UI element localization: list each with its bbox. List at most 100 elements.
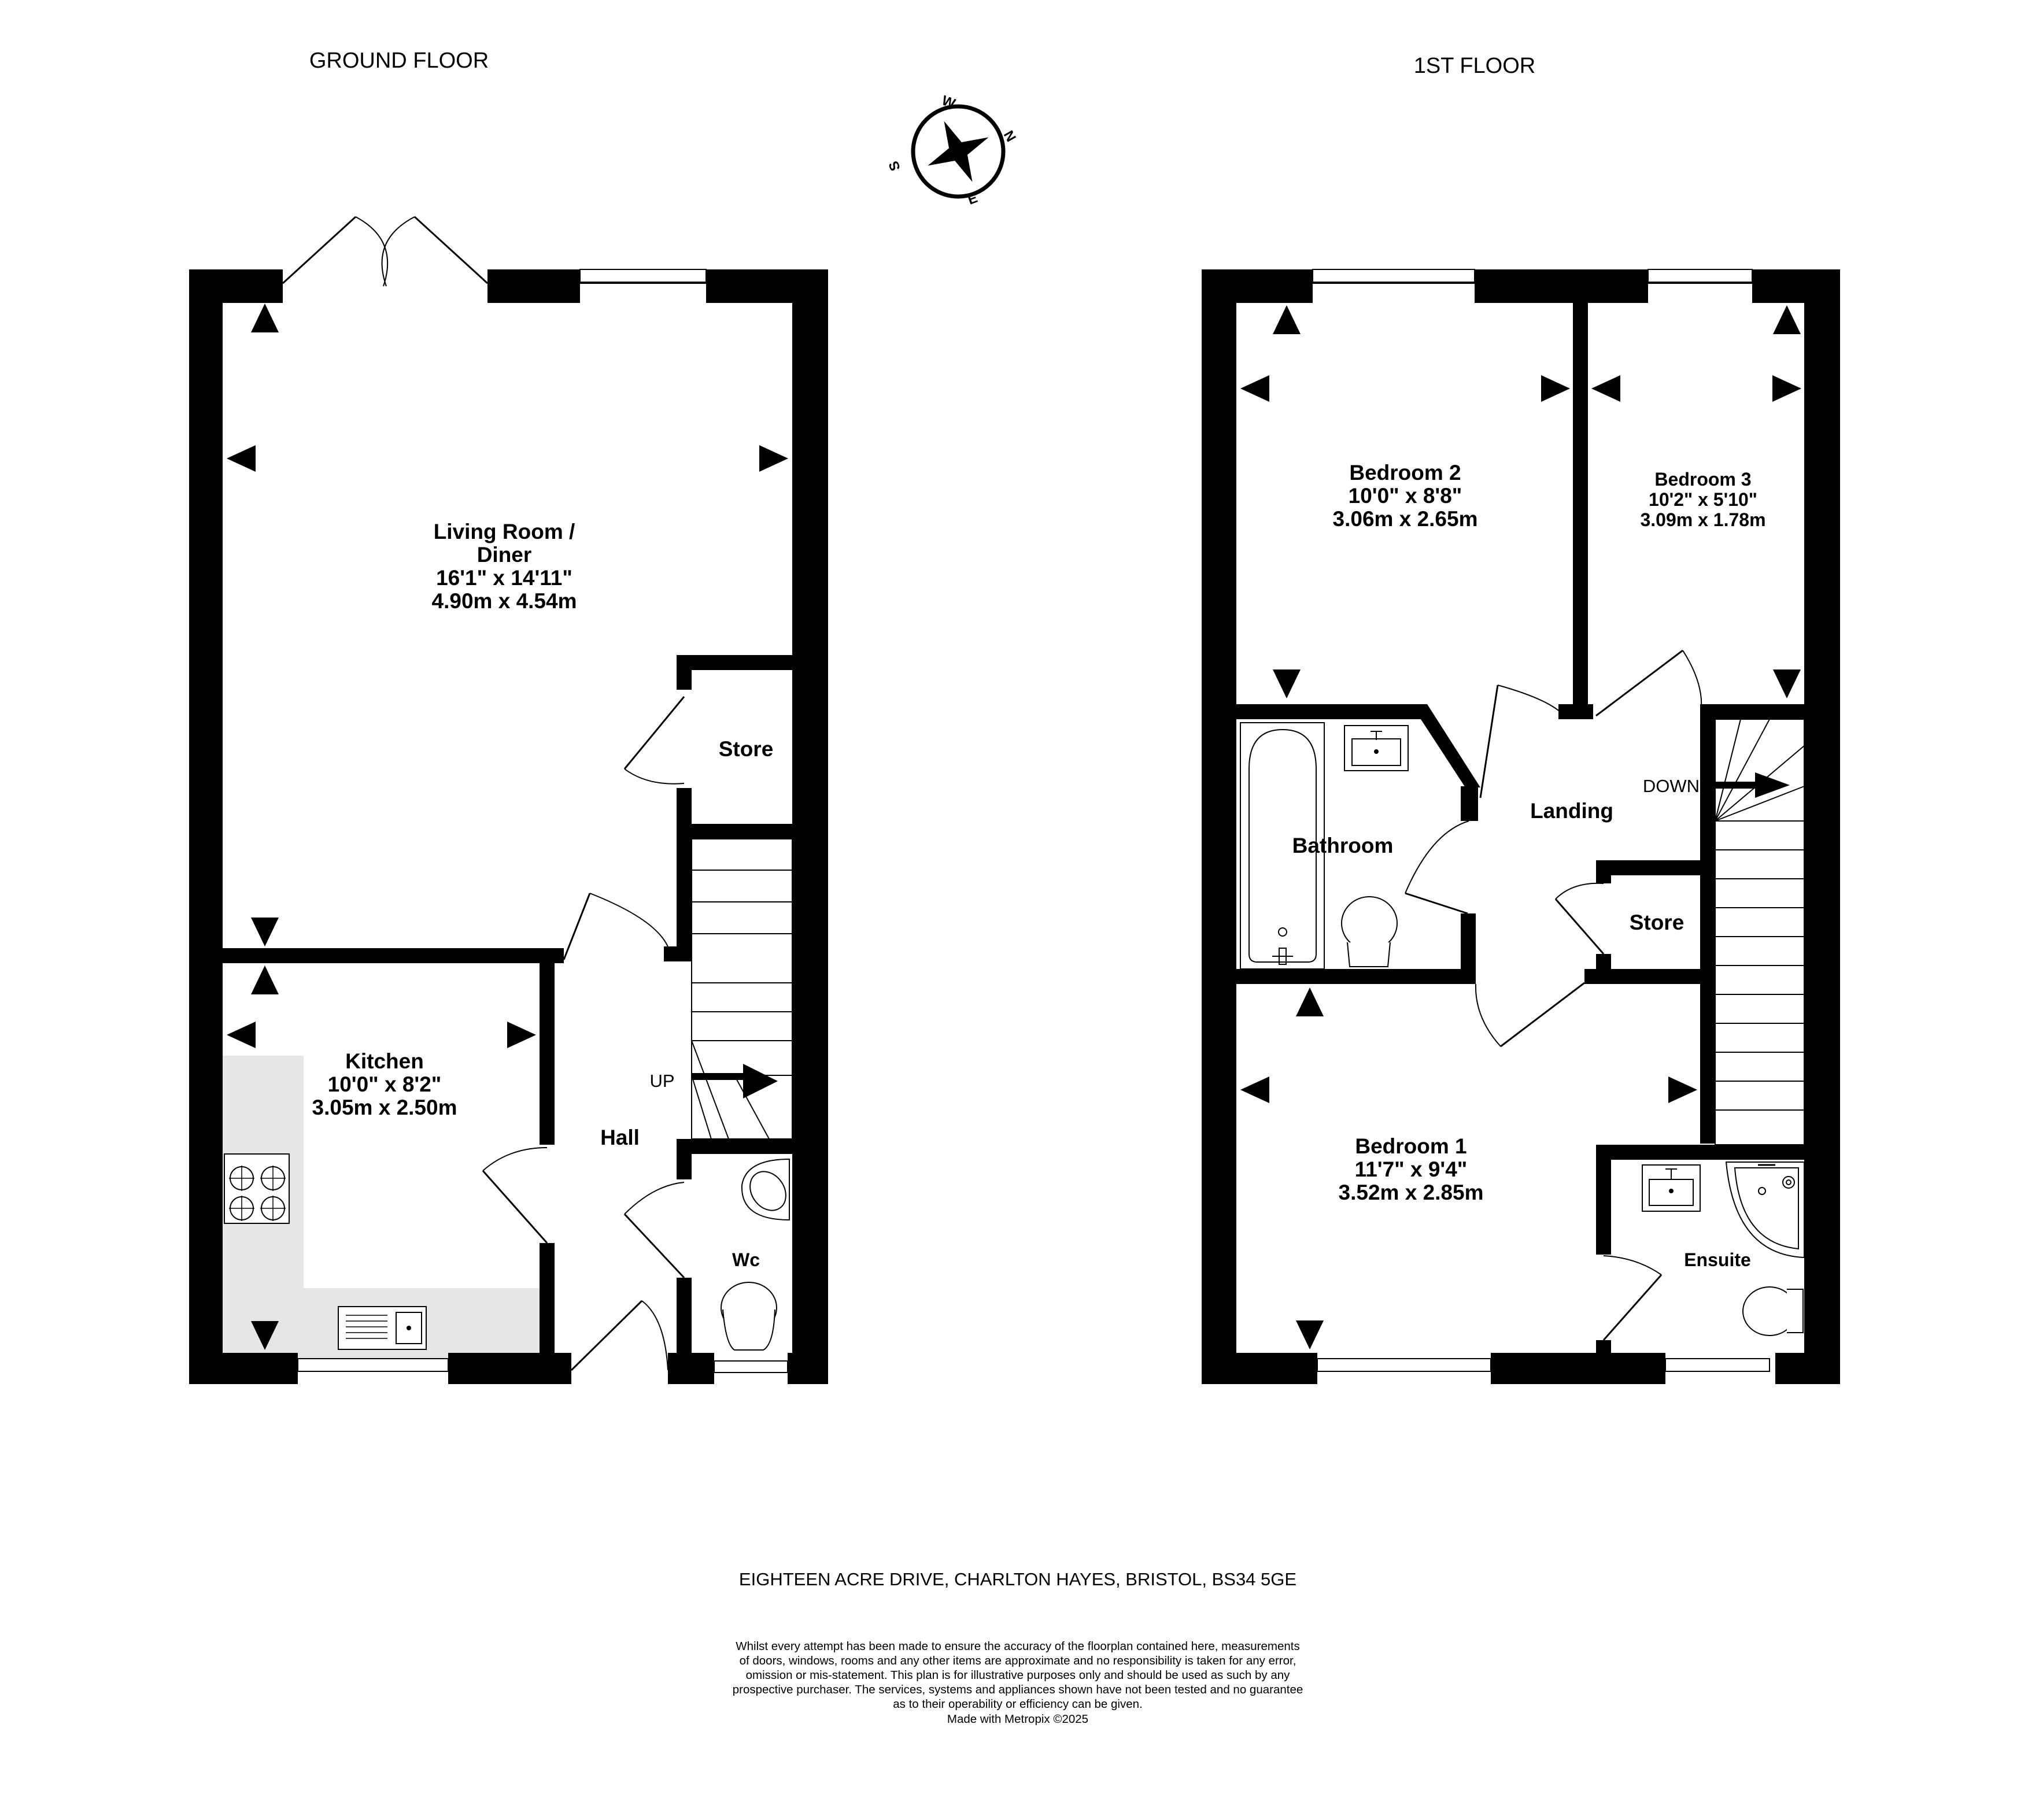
bedroom1-window xyxy=(1294,1353,1498,1384)
ensuite-basin-icon xyxy=(1642,1164,1701,1212)
bath-landing-newel xyxy=(1461,786,1478,821)
ensuite-top-wall xyxy=(1596,1145,1816,1160)
kitchen-metric: 3.05m x 2.50m xyxy=(312,1096,457,1119)
bathroom-label: Bathroom xyxy=(1292,834,1394,857)
disclaimer-line: of doors, windows, rooms and any other i… xyxy=(740,1654,1296,1667)
kitchen-door xyxy=(482,1147,548,1244)
bedroom3-window xyxy=(1642,269,1757,303)
bed2-bath-wall xyxy=(1236,704,1421,719)
ground-wall-bottom-far-right xyxy=(788,1353,828,1384)
compass-s: S xyxy=(886,159,904,173)
wc-basin-icon xyxy=(741,1158,790,1221)
ground-wall-bottom-left xyxy=(189,1353,270,1384)
wc-wall-left-top xyxy=(677,1139,692,1179)
disclaimer-line: omission or mis-statement. This plan is … xyxy=(746,1669,1291,1682)
hall-living-door xyxy=(563,893,671,960)
hall-label: Hall xyxy=(600,1126,640,1149)
bed3-newel xyxy=(1558,704,1593,719)
living-kitchen-wall xyxy=(223,948,564,963)
ensuite-left-wall-bottom xyxy=(1596,1340,1611,1357)
stair-left-wall xyxy=(1700,704,1715,1144)
store-top-wall xyxy=(1596,860,1715,875)
kitchen-imperial: 10'0" x 8'2" xyxy=(328,1072,442,1096)
first-store-label: Store xyxy=(1630,911,1685,934)
bedroom3-dimension-arrows xyxy=(1591,305,1801,698)
ensuite-label: Ensuite xyxy=(1684,1249,1751,1270)
first-floor-title: 1ST FLOOR xyxy=(1414,54,1535,78)
ensuite-door xyxy=(1602,1255,1663,1341)
first-wall-top-right xyxy=(1757,269,1840,303)
store-left-wall-top xyxy=(1596,860,1611,883)
bedroom2-label: Bedroom 2 xyxy=(1349,461,1461,484)
first-wall-top-left xyxy=(1202,269,1308,303)
store-left-wall-bottom xyxy=(1596,954,1611,977)
bedroom3-imperial: 10'2" x 5'10" xyxy=(1649,489,1757,510)
first-wall-top-mid xyxy=(1509,269,1642,303)
store-wall-left-top xyxy=(677,655,692,690)
bedroom1-metric: 3.52m x 2.85m xyxy=(1339,1181,1484,1204)
front-door xyxy=(570,1300,668,1371)
first-wall-right xyxy=(1804,269,1840,1384)
bed2-bed3-wall xyxy=(1573,303,1588,717)
stair-newel xyxy=(664,946,692,961)
kitchen-hall-wall-lower xyxy=(540,1243,555,1359)
bedroom1-door xyxy=(1475,982,1585,1048)
landing-store-door xyxy=(1554,882,1605,955)
store-wall-left-bottom xyxy=(677,788,692,961)
first-floor: DOWN xyxy=(1202,269,1840,1384)
first-wall-left xyxy=(1202,269,1236,1384)
bathroom-toilet-icon xyxy=(1341,896,1398,967)
living-room-label-line2: Diner xyxy=(477,543,532,567)
living-window xyxy=(557,269,727,303)
living-room-imperial: 16'1" x 14'11" xyxy=(436,566,572,590)
living-room-label-line1: Living Room / xyxy=(434,520,575,543)
ensuite-window xyxy=(1660,1353,1770,1384)
ground-floor-title: GROUND FLOOR xyxy=(309,49,489,73)
living-dimension-arrows xyxy=(227,304,788,946)
disclaimer-line: as to their operability or efficiency ca… xyxy=(893,1697,1143,1711)
bedroom1-imperial: 11'7" x 9'4" xyxy=(1355,1157,1468,1181)
kitchen-label: Kitchen xyxy=(345,1049,424,1073)
disclaimer-line: prospective purchaser. The services, sys… xyxy=(733,1683,1303,1696)
wc-toilet-icon xyxy=(721,1282,777,1351)
bedroom3-metric: 3.09m x 1.78m xyxy=(1640,509,1765,530)
ground-wall-right xyxy=(792,269,828,1384)
wc-window xyxy=(714,1360,788,1373)
living-room-metric: 4.90m x 4.54m xyxy=(432,589,577,613)
ensuite-toilet-icon xyxy=(1742,1286,1804,1336)
kitchen-window xyxy=(270,1353,480,1384)
hob-icon xyxy=(224,1153,290,1224)
kitchen-sink-icon xyxy=(338,1306,427,1350)
french-doors xyxy=(282,216,489,287)
first-wall-bottom-right xyxy=(1775,1353,1840,1384)
bedroom1-label: Bedroom 1 xyxy=(1355,1134,1466,1158)
kitchen-hall-wall-upper xyxy=(540,960,555,1145)
store-wall-top xyxy=(677,655,792,670)
bed3-stair-wall xyxy=(1700,704,1804,719)
ground-wall-top-left xyxy=(189,269,283,303)
bath-icon xyxy=(1240,722,1325,970)
bedroom2-imperial: 10'0" x 8'8" xyxy=(1349,484,1462,508)
bath-bed1-wall xyxy=(1236,969,1476,984)
wc-wall-left-bottom xyxy=(677,1278,692,1359)
credit: Made with Metropix ©2025 xyxy=(947,1712,1088,1726)
stairs-down-label: DOWN xyxy=(1643,776,1700,796)
store-door xyxy=(623,696,685,785)
ground-wall-left xyxy=(189,269,223,1384)
bedroom3-label: Bedroom 3 xyxy=(1654,469,1751,490)
stairs-up-label: UP xyxy=(649,1071,674,1091)
bedroom2-window xyxy=(1308,269,1509,303)
stair-wc-wall xyxy=(677,1139,792,1154)
compass-icon: N E S W xyxy=(886,93,1019,208)
store-stair-wall xyxy=(677,824,792,839)
ground-wall-top-right xyxy=(727,269,828,303)
wc-label: Wc xyxy=(732,1249,760,1270)
first-wall-bottom-left xyxy=(1202,1353,1294,1384)
first-wall-bottom-mid xyxy=(1498,1353,1660,1384)
ground-store-label: Store xyxy=(719,737,774,761)
ground-staircase xyxy=(691,838,793,1140)
ground-wall-top-mid xyxy=(487,269,557,303)
landing-label: Landing xyxy=(1530,799,1613,823)
wc-door xyxy=(623,1182,685,1279)
